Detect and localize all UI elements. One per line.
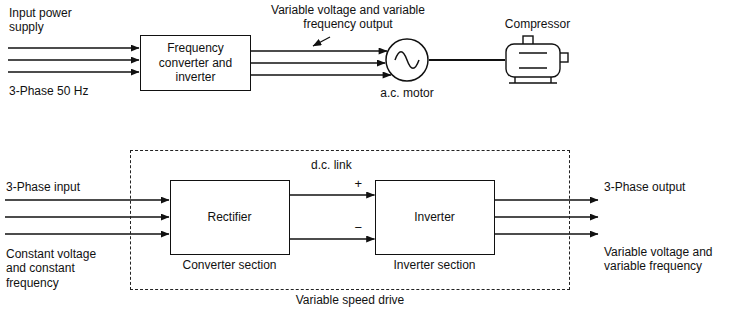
annotation-label: Variable voltage and variable frequency bbox=[603, 245, 755, 274]
input-wire bbox=[8, 47, 139, 48]
body-ribs bbox=[519, 53, 547, 68]
node-caption: Compressor bbox=[505, 17, 570, 31]
inverter-box: InverterInverter section bbox=[375, 180, 495, 255]
annotation-label: Input power supply bbox=[8, 6, 95, 35]
output-wire bbox=[495, 216, 598, 217]
compressor-outline bbox=[505, 35, 570, 85]
annotation-label: 3-Phase 50 Hz bbox=[8, 84, 89, 98]
polarity-sign: − bbox=[353, 220, 365, 236]
rectifier-box: RectifierConverter section bbox=[170, 180, 290, 255]
annotation-label: 3-Phase input bbox=[5, 180, 81, 194]
node-caption: a.c. motor bbox=[380, 86, 433, 100]
box-title: Rectifier bbox=[201, 210, 257, 224]
motor-outline bbox=[385, 38, 429, 82]
input-wire bbox=[8, 59, 139, 60]
output-wire bbox=[495, 199, 598, 200]
annotation-label: 3-Phase output bbox=[603, 180, 686, 194]
input-wire bbox=[8, 71, 139, 72]
compressor-body bbox=[506, 44, 560, 77]
compressor: Compressor bbox=[505, 35, 570, 85]
process-box: Frequency converter and inverter bbox=[140, 35, 251, 91]
power-line bbox=[251, 62, 385, 63]
input-wire bbox=[5, 216, 169, 217]
motor-shaft bbox=[429, 59, 505, 61]
power-line bbox=[251, 74, 391, 75]
leader-arrow bbox=[313, 37, 330, 46]
power-line bbox=[251, 50, 387, 51]
node-caption: Variable speed drive bbox=[296, 293, 405, 307]
node-caption: Converter section bbox=[182, 258, 276, 272]
output-wire bbox=[495, 233, 598, 234]
polarity-sign: + bbox=[353, 176, 365, 192]
box-title: Frequency converter and inverter bbox=[141, 41, 250, 84]
annotation-label: Constant voltage and constant frequency bbox=[5, 247, 119, 290]
compressor-feet bbox=[509, 77, 557, 83]
input-wire bbox=[5, 199, 169, 200]
power-line bbox=[290, 194, 375, 195]
motor-symbol: a.c. motor bbox=[385, 38, 429, 82]
annotation-label: Variable voltage and variable frequency … bbox=[262, 3, 434, 32]
node-caption: Inverter section bbox=[393, 258, 475, 272]
input-wire bbox=[5, 233, 169, 234]
ac-symbol bbox=[395, 52, 419, 69]
power-line bbox=[290, 238, 375, 239]
annotation-label: d.c. link bbox=[310, 158, 353, 172]
motor-circle bbox=[386, 39, 428, 81]
box-title: Inverter bbox=[408, 210, 461, 224]
